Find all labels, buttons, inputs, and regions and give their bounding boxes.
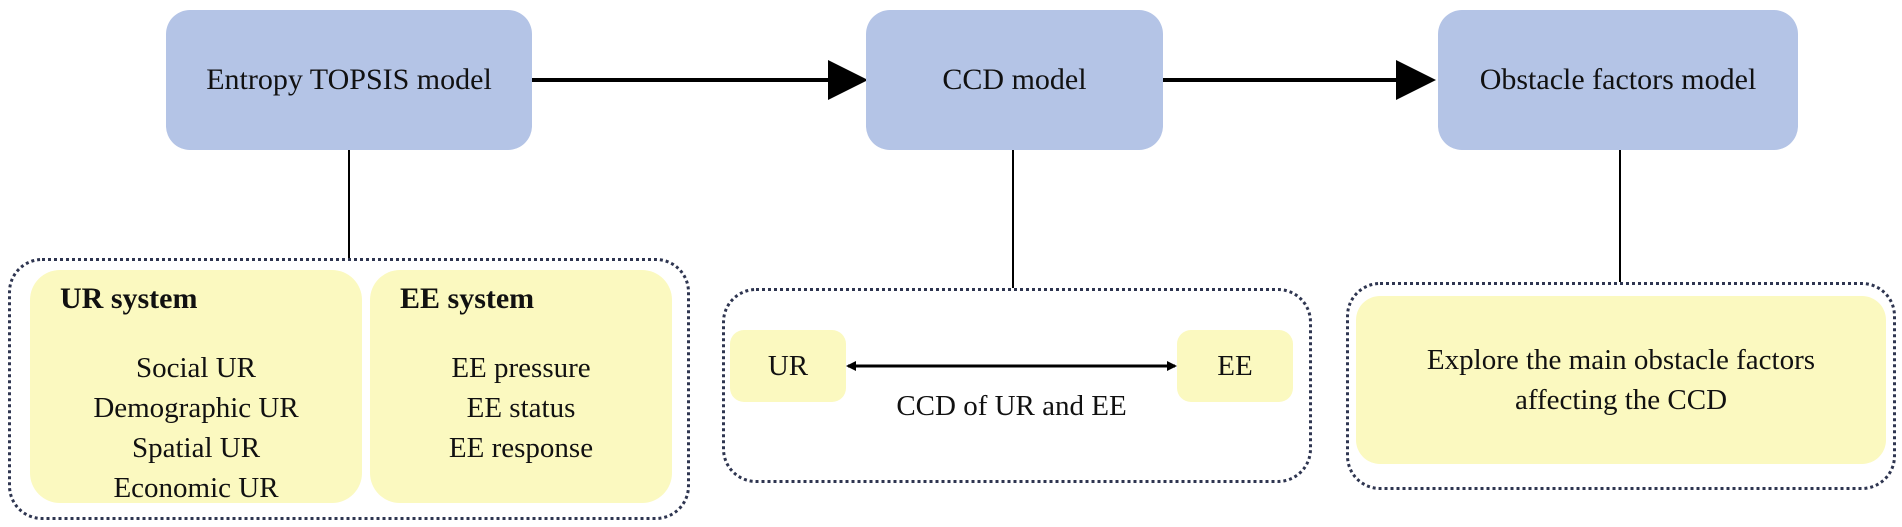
ccd-model-box: CCD model — [866, 10, 1163, 150]
list-item: Economic UR — [113, 472, 279, 504]
list-item: Social UR — [135, 352, 257, 384]
obstacle-factors-model-label: Obstacle factors model — [1479, 63, 1757, 96]
ee-system-box: EE system EE pressure EE status EE respo… — [370, 270, 672, 503]
list-item: Spatial UR — [131, 432, 261, 464]
systems-group — [8, 258, 690, 520]
ee-node-label: EE — [1217, 349, 1253, 382]
list-item: EE response — [448, 432, 594, 464]
ccd-caption: CCD of UR and EE — [848, 384, 1175, 428]
ee-node: EE — [1177, 330, 1293, 402]
obstacle-factors-model-box: Obstacle factors model — [1438, 10, 1798, 150]
list-item: EE pressure — [451, 352, 591, 384]
ccd-group — [722, 288, 1312, 483]
ur-node: UR — [730, 330, 846, 402]
ur-system-list: Social UR Demographic UR Spatial UR Econ… — [30, 348, 362, 508]
ur-system-title: UR system — [60, 282, 198, 315]
list-item: EE status — [466, 392, 576, 424]
list-item: Demographic UR — [93, 392, 299, 424]
ur-system-box: UR system Social UR Demographic UR Spati… — [30, 270, 362, 504]
entropy-topsis-model-label: Entropy TOPSIS model — [206, 63, 492, 96]
obstacle-explore-box: Explore the main obstacle factors affect… — [1356, 296, 1886, 464]
ccd-model-label: CCD model — [942, 63, 1087, 96]
entropy-topsis-model-box: Entropy TOPSIS model — [166, 10, 532, 150]
obstacle-group — [1346, 282, 1896, 490]
ee-system-title: EE system — [400, 282, 535, 315]
ee-system-list: EE pressure EE status EE response — [370, 348, 672, 468]
ur-node-label: UR — [767, 349, 809, 382]
obstacle-explore-text: Explore the main obstacle factors affect… — [1426, 344, 1816, 416]
ccd-caption-text: CCD of UR and EE — [896, 389, 1127, 422]
